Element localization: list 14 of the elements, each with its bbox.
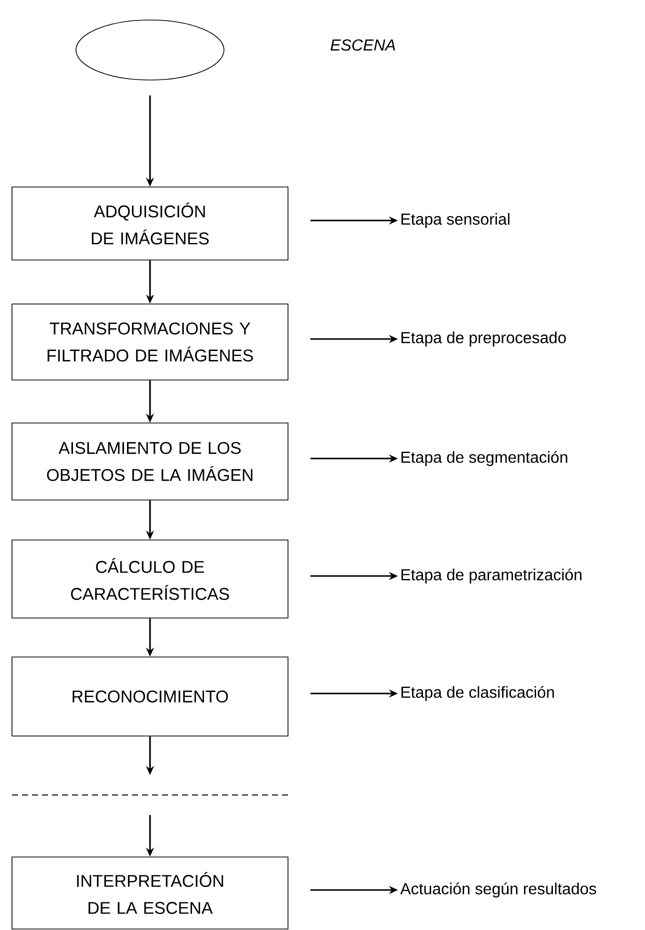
stage-label: Etapa de segmentación: [402, 450, 568, 466]
process-box: CÁLCULO DE CARACTERÍSTICAS: [12, 540, 288, 618]
stage-label: Etapa sensorial: [402, 213, 510, 228]
scene-label: ESCENA: [330, 39, 396, 51]
ellipse-shape: [76, 20, 224, 80]
process-box: AISLAMIENTO DE LOS OBJETOS DE LA IMÁGEN: [12, 422, 288, 500]
process-box: TRANSFORMACIONES Y FILTRADO DE IMÁGENES: [12, 304, 288, 380]
process-box: INTERPRETACIÓN DE LA ESCENA: [12, 856, 288, 930]
stage-label: Etapa de preprocesado: [402, 332, 566, 346]
process-box: RECONOCIMIENTO: [12, 656, 288, 736]
stage-label: Etapa de parametrización: [402, 568, 582, 584]
stage-label: Actuación según resultados: [400, 882, 596, 898]
process-box: ADQUISICIÓN DE IMÁGENES: [12, 186, 288, 260]
stage-label: Etapa de clasificación: [402, 686, 554, 702]
